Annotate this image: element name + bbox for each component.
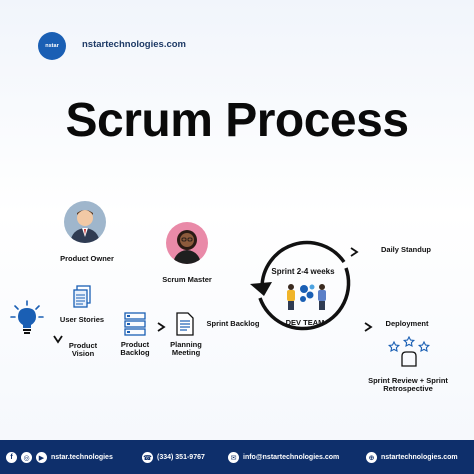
planning-document-icon: [175, 312, 195, 336]
footer-social[interactable]: f ◎ ▶ nstar.technologies: [6, 452, 113, 463]
deployment-label: Deployment: [385, 319, 429, 328]
sprint-backlog-label: Sprint Backlog: [206, 319, 260, 328]
chevron-right-icon: [349, 244, 359, 257]
chevron-right-icon: [156, 319, 166, 332]
footer-phone[interactable]: ☎ (334) 351-9767: [142, 452, 205, 463]
facebook-icon[interactable]: f: [6, 452, 17, 463]
site-url[interactable]: nstartechnologies.com: [82, 39, 186, 50]
phone-icon: ☎: [142, 452, 153, 463]
daily-standup-label: Daily Standup: [380, 245, 431, 254]
scrum-master-avatar: [166, 222, 208, 264]
product-owner-label: Product Owner: [60, 254, 114, 263]
planning-meeting-label: Planning Meeting: [170, 340, 202, 358]
phone-number[interactable]: (334) 351-9767: [157, 454, 205, 461]
scrum-master-label: Scrum Master: [162, 275, 212, 284]
dev-team-illustration: [282, 281, 330, 311]
logo-text: nstar: [45, 43, 59, 49]
footer-email[interactable]: ✉ info@nstartechnologies.com: [228, 452, 339, 463]
review-stars-icon: [387, 335, 431, 368]
social-handle[interactable]: nstar.technologies: [51, 454, 113, 461]
sprint-review-label: Sprint Review + Sprint Retrospective: [368, 376, 448, 394]
dev-team-label: DEV TEAM: [285, 318, 325, 327]
youtube-icon[interactable]: ▶: [36, 452, 47, 463]
product-backlog-label: Product Backlog: [120, 340, 150, 358]
page-title: Scrum Process: [65, 94, 409, 147]
user-stories-label: User Stories: [59, 315, 105, 324]
email-icon: ✉: [228, 452, 239, 463]
user-stories-icon: [72, 285, 92, 309]
company-logo: nstar: [38, 32, 66, 60]
backlog-icon: [124, 312, 146, 336]
product-owner-avatar: [64, 201, 106, 243]
instagram-icon[interactable]: ◎: [21, 452, 32, 463]
website-url[interactable]: nstartechnologies.com: [381, 454, 458, 461]
footer-web[interactable]: ⊕ nstartechnologies.com: [366, 452, 458, 463]
product-vision-label: Product Vision: [68, 341, 98, 359]
sprint-duration-label: Sprint 2-4 weeks: [271, 267, 335, 276]
globe-icon: ⊕: [366, 452, 377, 463]
footer-bar: f ◎ ▶ nstar.technologies ☎ (334) 351-976…: [0, 440, 474, 474]
chevron-down-icon: [53, 331, 63, 344]
chevron-right-icon: [363, 319, 373, 332]
sprint-cycle-arrow: [244, 238, 364, 344]
email-address[interactable]: info@nstartechnologies.com: [243, 454, 340, 461]
lightbulb-icon: [10, 300, 44, 336]
